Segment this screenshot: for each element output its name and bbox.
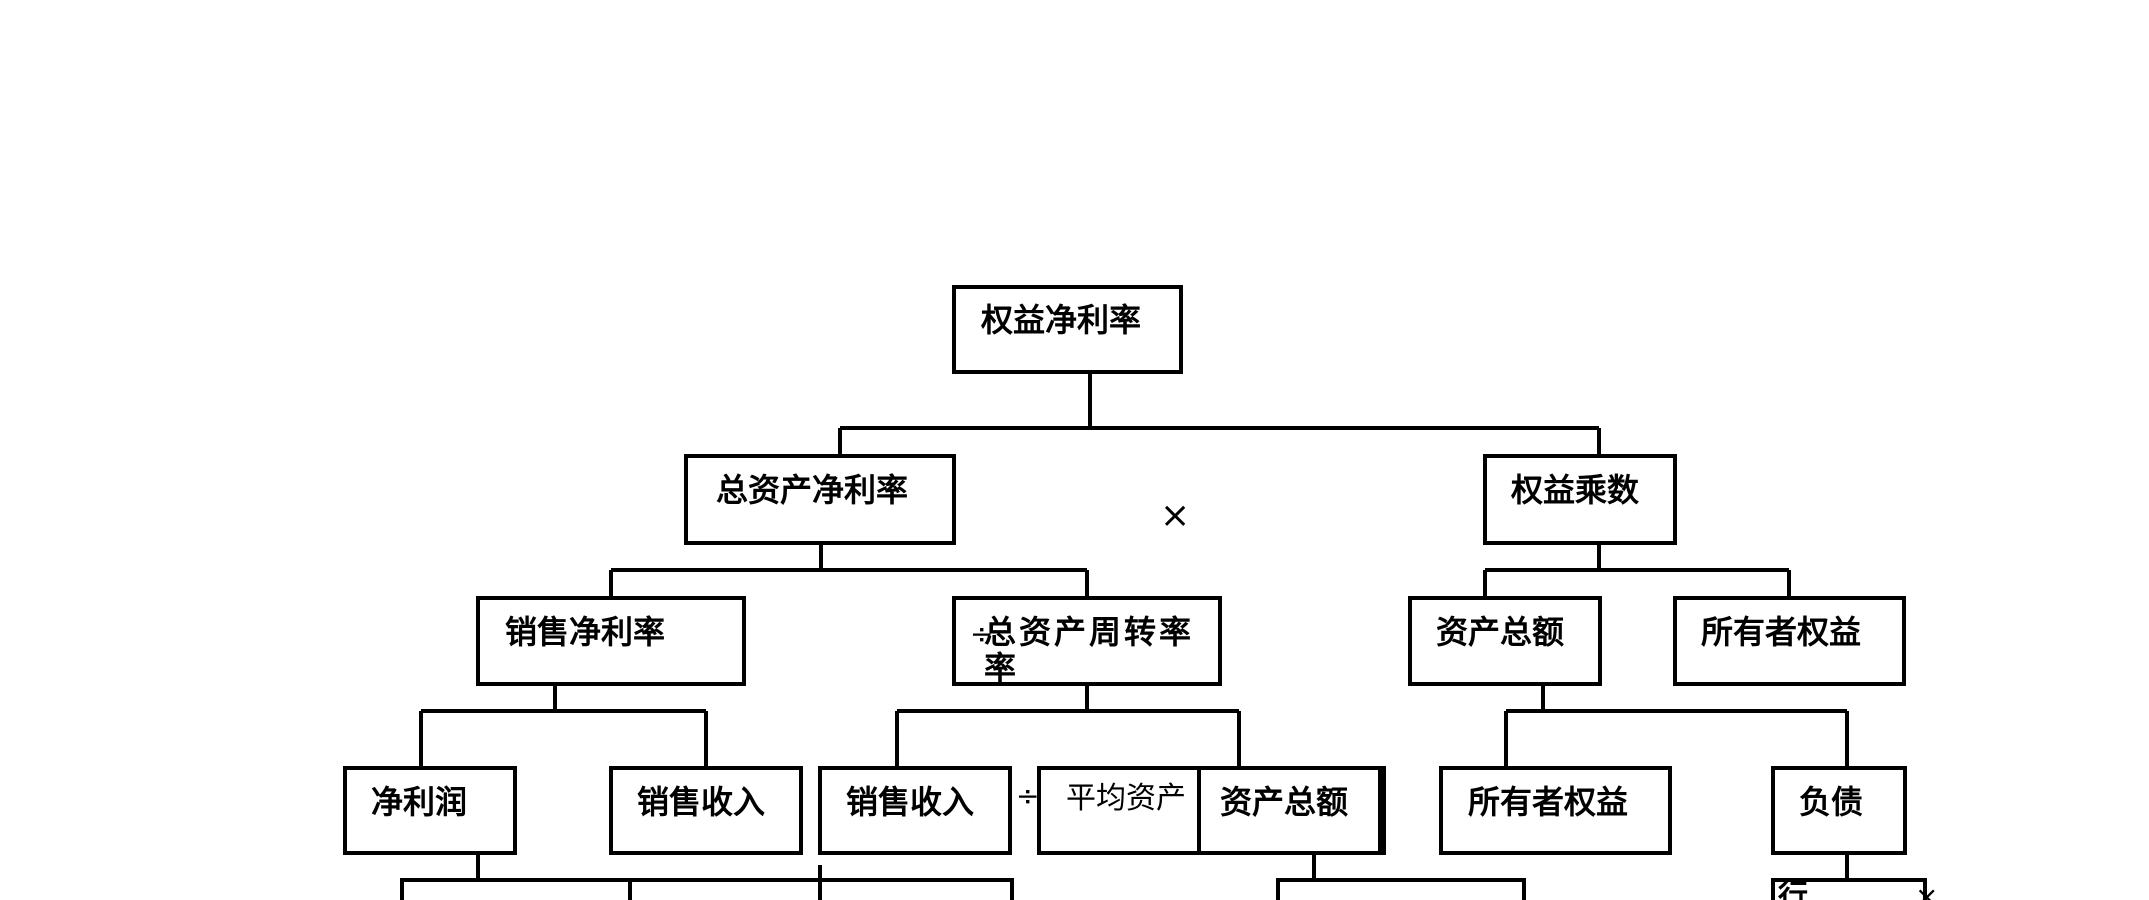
node-avg-assets-label: 平均资产: [1066, 781, 1186, 816]
node-sales-revenue-a: 销售收入: [609, 766, 803, 855]
node-owners-equity-bottom-label: 所有者权益: [1468, 783, 1628, 821]
node-asset-turnover-overlap: 率: [984, 649, 1016, 687]
node-sales-revenue-b: 销售收入: [818, 766, 1012, 855]
node-roe-label: 权益净利率: [980, 301, 1141, 339]
node-sales-revenue-a-label: 销售收入: [637, 783, 765, 821]
node-total-assets-bottom: 资产总额: [1197, 766, 1386, 855]
multiply-operator: ×: [1160, 495, 1190, 536]
node-liabilities-label: 负债: [1799, 783, 1863, 821]
connector-root: [838, 372, 1601, 456]
node-net-profit-margin-label: 销售净利率: [505, 613, 665, 651]
node-total-assets-bottom-label: 资产总额: [1220, 783, 1348, 821]
connectors: [400, 372, 1927, 900]
node-avg-assets: 平均资产: [1037, 766, 1201, 855]
node-total-assets-top: 资产总额: [1408, 596, 1602, 686]
node-equity-multiplier: 权益乘数: [1483, 454, 1677, 545]
connector-roa: [609, 543, 1089, 598]
node-owners-equity-top-label: 所有者权益: [1701, 613, 1861, 651]
node-liabilities: 负债: [1771, 766, 1907, 855]
node-equity-multiplier-label: 权益乘数: [1510, 471, 1640, 509]
node-level5-row: 行 ×: [400, 878, 1938, 900]
node-sales-revenue-b-label: 销售收入: [846, 783, 974, 821]
divide-operator-b: ÷: [1016, 779, 1039, 812]
divide-operator-a: ÷: [970, 617, 993, 650]
multiply-operator-b: ×: [1915, 880, 1938, 900]
node-net-profit: 净利润: [343, 766, 517, 855]
node-owners-equity-top: 所有者权益: [1673, 596, 1906, 686]
node-owners-equity-bottom: 所有者权益: [1439, 766, 1672, 855]
node-asset-turnover-label: 总资产周转率: [984, 613, 1194, 651]
node-roe: 权益净利率: [952, 285, 1183, 374]
connector-ta: [1504, 684, 1849, 768]
node-partial-bottom-label: 行: [1777, 879, 1808, 900]
connector-npm: [419, 684, 708, 768]
connector-at: [895, 684, 1241, 768]
node-roa-label: 总资产净利率: [716, 471, 908, 509]
node-total-assets-top-label: 资产总额: [1436, 613, 1564, 651]
node-net-profit-label: 净利润: [371, 783, 467, 821]
node-net-profit-margin: 销售净利率: [476, 596, 746, 686]
node-asset-turnover: ÷ 总资产周转率 率: [952, 596, 1222, 687]
connector-em: [1483, 543, 1791, 598]
node-roa: 总资产净利率: [684, 454, 956, 545]
